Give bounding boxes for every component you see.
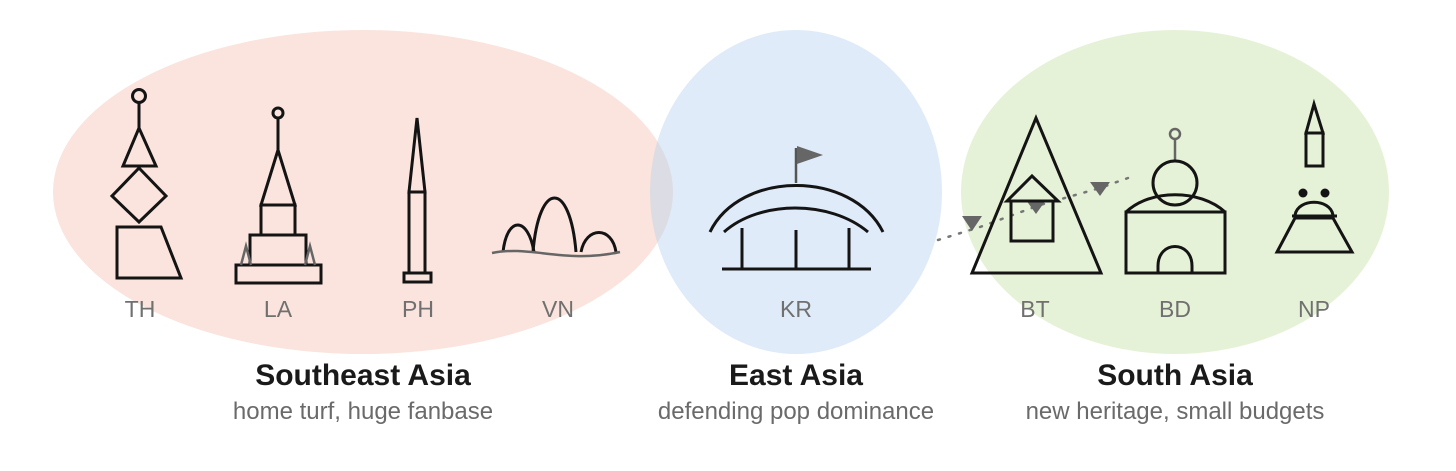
region-subtitle-southeast: home turf, huge fanbase [233, 398, 493, 425]
stadium-with-flag-icon [708, 146, 885, 271]
region-bubble-east [650, 30, 942, 354]
country-label-bt: BT [1020, 296, 1049, 322]
obelisk-monument-icon [402, 117, 433, 284]
flag-icon [797, 146, 823, 164]
country-label-np: NP [1298, 296, 1330, 322]
region-bubble-southeast [53, 30, 673, 354]
region-title-southeast: Southeast Asia [255, 359, 471, 392]
mountain-arches-icon [491, 196, 621, 258]
arrowhead-icon [1026, 200, 1046, 214]
region-title-east: East Asia [729, 359, 863, 392]
influence-dotted-path [936, 176, 1130, 242]
country-label-kr: KR [780, 296, 812, 322]
arrowhead-icon [962, 216, 982, 231]
country-label-bd: BD [1159, 296, 1191, 322]
lao-stupa-icon [234, 106, 323, 285]
region-title-south: South Asia [1097, 359, 1253, 392]
stepped-temple-icon [1274, 98, 1355, 254]
himalayan-triangle-house-icon [969, 114, 1104, 275]
region-subtitle-south: new heritage, small budgets [1026, 398, 1325, 425]
thai-pagoda-icon [109, 88, 184, 280]
country-label-vn: VN [542, 296, 574, 322]
region-subtitle-east: defending pop dominance [658, 398, 934, 425]
domed-building-icon [1124, 127, 1227, 275]
country-label-th: TH [125, 296, 156, 322]
country-label-ph: PH [402, 296, 434, 322]
country-label-la: LA [264, 296, 293, 322]
arrowhead-icon [1090, 182, 1110, 196]
